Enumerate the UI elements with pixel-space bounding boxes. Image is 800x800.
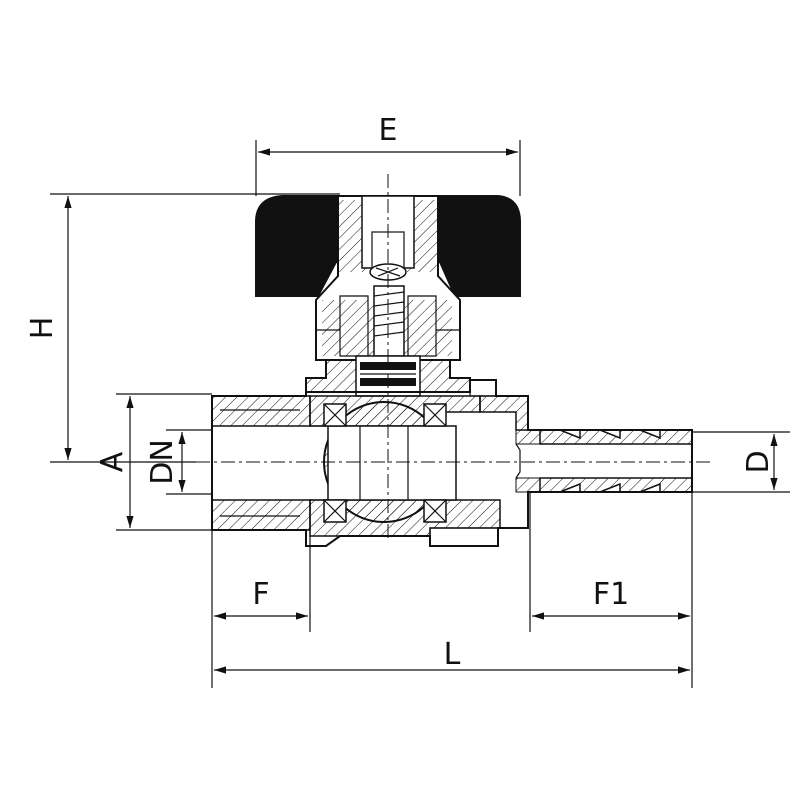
dim-label-H: H	[25, 317, 60, 340]
dim-label-F: F	[252, 577, 269, 612]
dim-label-DN: DN	[145, 439, 180, 485]
dimension-lines	[64, 148, 778, 674]
dim-label-D: D	[741, 450, 776, 473]
stem	[373, 285, 405, 357]
dim-label-L: L	[444, 637, 461, 672]
dim-label-F1: F1	[593, 577, 629, 612]
dim-label-A: A	[95, 451, 130, 472]
seat-ring-icon	[323, 403, 447, 523]
extension-lines	[50, 140, 790, 688]
ball	[323, 401, 457, 523]
dim-label-E: E	[379, 113, 398, 148]
hose-barb	[515, 429, 693, 493]
